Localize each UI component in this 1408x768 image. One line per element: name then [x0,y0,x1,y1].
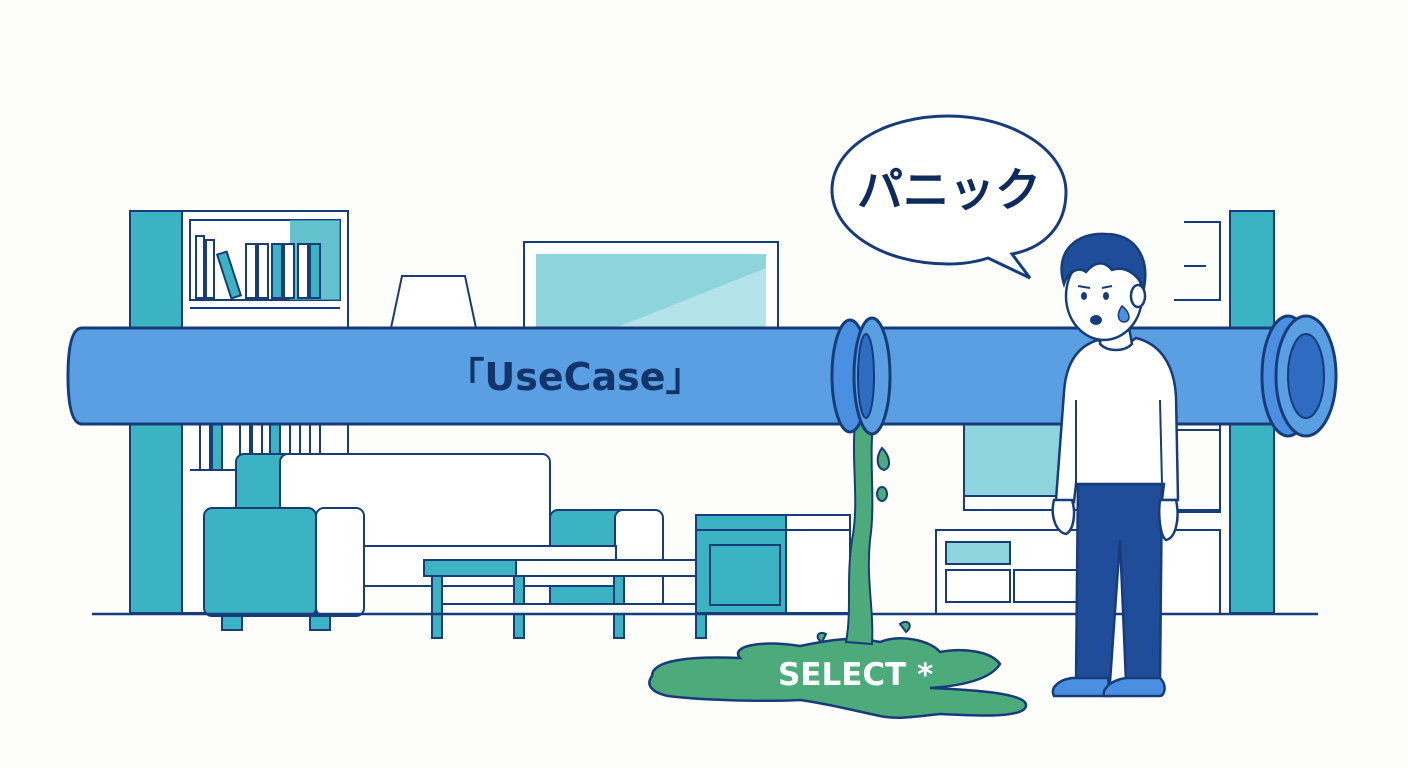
room-background [92,210,1318,639]
puddle-label: SELECT * [778,657,933,693]
end-flange [1260,314,1338,438]
leak-puddle: SELECT * [648,637,1028,719]
cabinet-icon [695,514,851,614]
sofa-icon [203,453,664,631]
broken-flange [830,316,892,436]
speech-bubble: パニック [830,114,1068,280]
bubble-text: パニック [857,163,1041,217]
worried-man-icon [1051,232,1180,698]
pipe-label: 「UseCase」 [446,355,703,399]
leak-stream [816,411,911,646]
lamp-icon [389,275,478,329]
tv-screen-icon [523,241,779,335]
